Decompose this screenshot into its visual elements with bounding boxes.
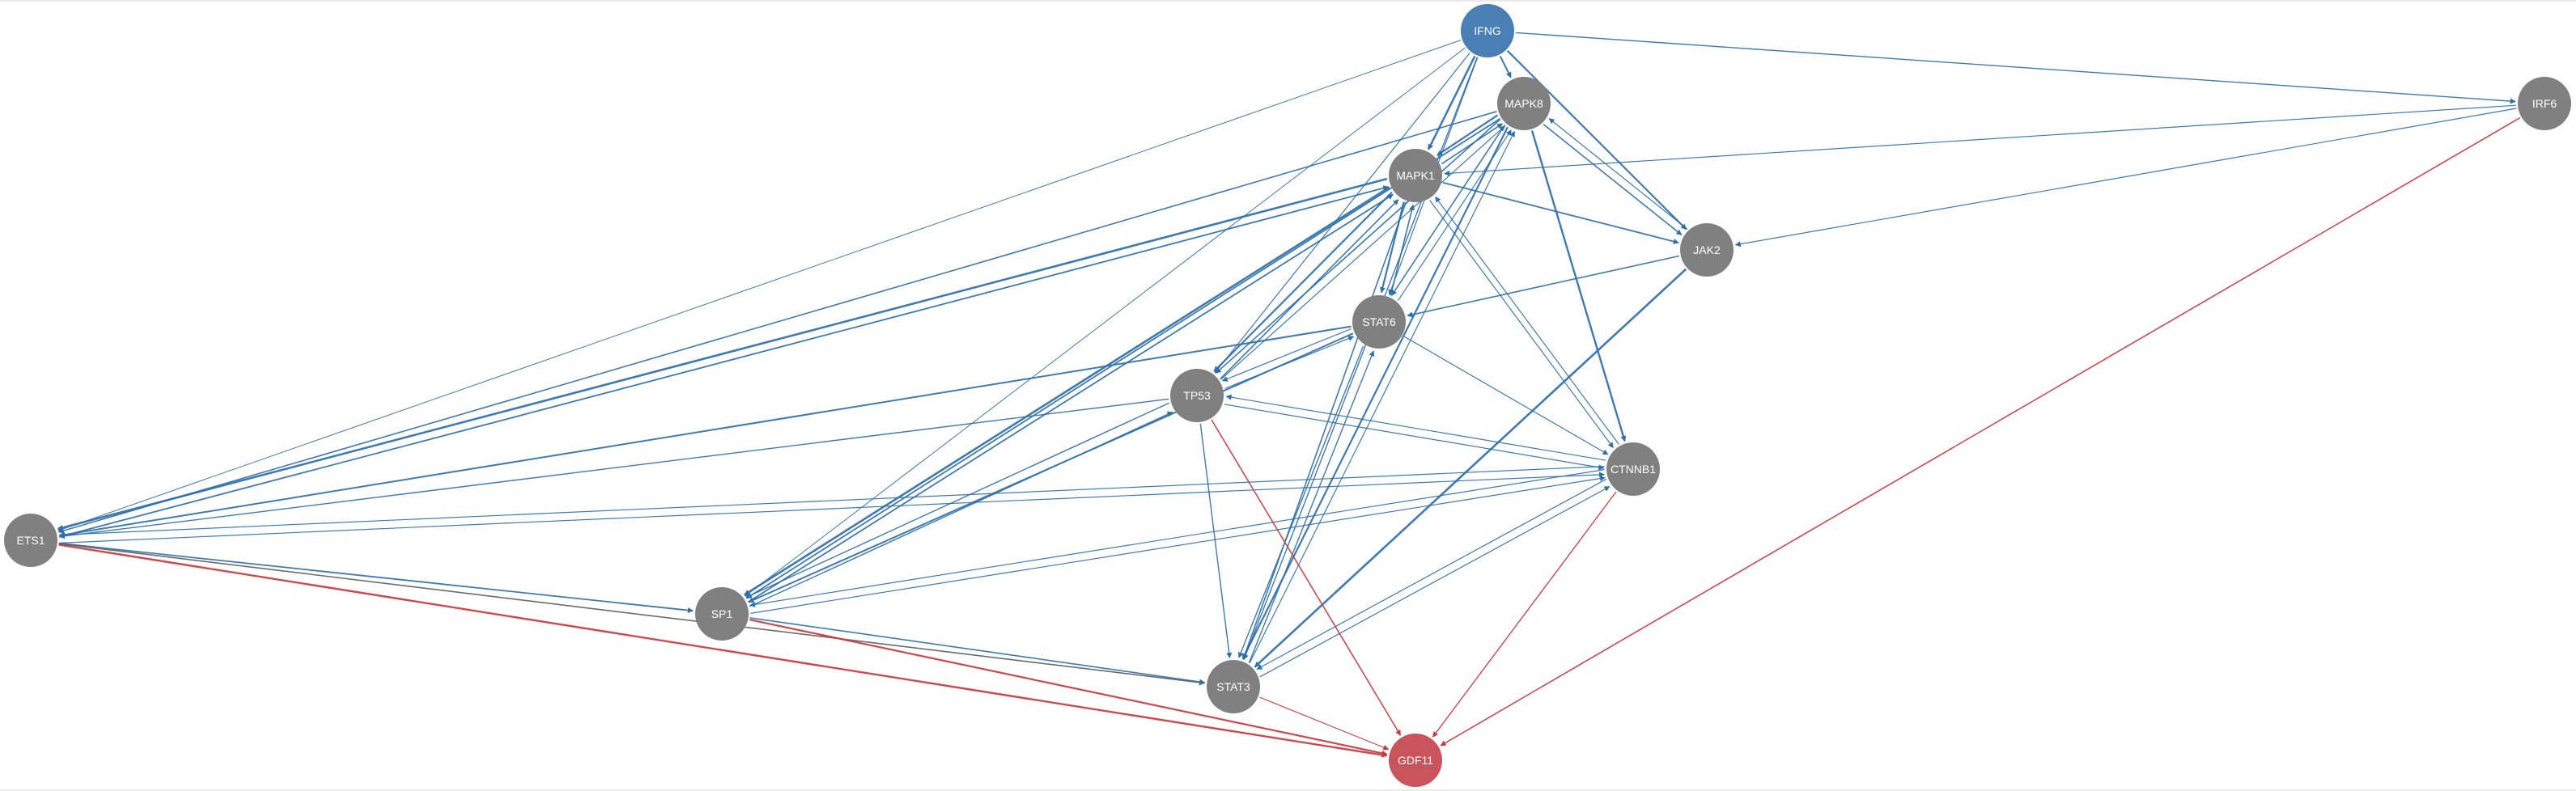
edge-mapk1-to-sp1	[744, 186, 1390, 596]
node-sp1[interactable]: SP1	[695, 587, 749, 641]
edge-sp1-to-tp53	[749, 411, 1173, 607]
edge-mapk1-to-ets1	[57, 177, 1388, 531]
node-circle[interactable]	[2518, 77, 2571, 130]
edge-mapk8-to-mapk1	[1437, 114, 1499, 157]
node-circle[interactable]	[1461, 4, 1514, 57]
node-ifng[interactable]: IFNG	[1461, 4, 1514, 57]
edge-ets1-to-gdf11	[58, 544, 1388, 758]
node-gdf11[interactable]: GDF11	[1389, 734, 1442, 787]
edge-tp53-to-ets1	[59, 398, 1169, 539]
edge-stat6-to-mapk1	[1390, 204, 1415, 296]
edge-jak2-to-stat3	[1254, 268, 1687, 668]
edge-mapk1-to-stat3	[1241, 201, 1407, 660]
node-label: IFNG	[1474, 24, 1500, 37]
node-circle[interactable]	[4, 514, 57, 567]
node-circle[interactable]	[1389, 734, 1442, 787]
edge-sp1-to-gdf11	[749, 619, 1388, 756]
edge-mapk8-to-stat3	[1241, 126, 1509, 660]
edge-stat3-to-stat6	[1248, 350, 1375, 663]
node-label: MAPK1	[1396, 169, 1435, 182]
edge-mapk8-to-ets1	[57, 111, 1497, 534]
node-label: STAT6	[1362, 315, 1396, 328]
node-label: CTNNB1	[1611, 463, 1656, 476]
edge-irf6-to-mapk1	[1444, 104, 2517, 176]
node-stat3[interactable]: STAT3	[1207, 660, 1260, 713]
edge-mapk8-to-stat6	[1391, 124, 1506, 296]
node-circle[interactable]	[1680, 223, 1734, 277]
node-ets1[interactable]: ETS1	[4, 514, 57, 567]
edge-ets1-to-sp1	[58, 542, 694, 614]
edge-tp53-to-mapk1	[1220, 199, 1399, 379]
edge-irf6-to-jak2	[1734, 108, 2517, 247]
node-mapk8[interactable]: MAPK8	[1497, 77, 1551, 130]
edge-ifng-to-tp53	[1214, 53, 1470, 374]
node-circle[interactable]	[1352, 295, 1406, 349]
edge-mapk8-to-ctnnb1	[1530, 130, 1627, 442]
edge-ets1-to-stat3	[58, 543, 1205, 686]
node-label: STAT3	[1216, 680, 1250, 693]
node-circle[interactable]	[1170, 369, 1224, 422]
edge-ifng-to-mapk8	[1499, 55, 1512, 78]
node-label: ETS1	[16, 534, 45, 547]
node-tp53[interactable]: TP53	[1170, 369, 1224, 422]
edge-ifng-to-mapk1	[1427, 55, 1476, 150]
edge-ifng-to-sp1	[745, 47, 1466, 597]
node-circle[interactable]	[695, 587, 749, 641]
edge-ctnnb1-to-mapk1	[1435, 196, 1619, 445]
node-mapk1[interactable]: MAPK1	[1389, 149, 1442, 202]
node-circle[interactable]	[1207, 660, 1260, 713]
node-label: TP53	[1183, 389, 1211, 402]
node-irf6[interactable]: IRF6	[2518, 77, 2571, 130]
edge-layer	[57, 32, 2521, 758]
node-ctnnb1[interactable]: CTNNB1	[1606, 442, 1660, 496]
edge-sp1-to-mapk1	[747, 193, 1394, 603]
edge-tp53-to-ctnnb1	[1224, 404, 1605, 471]
edge-sp1-to-stat3	[749, 617, 1206, 685]
node-label: IRF6	[2532, 97, 2557, 110]
node-label: GDF11	[1398, 754, 1433, 767]
edge-stat3-to-ctnnb1	[1259, 486, 1611, 678]
edge-mapk1-to-ctnnb1	[1429, 200, 1614, 449]
edge-ctnnb1-to-gdf11	[1432, 491, 1617, 738]
edge-stat3-to-mapk8	[1249, 130, 1515, 664]
edge-ctnnb1-to-tp53	[1225, 394, 1606, 461]
edge-ctnnb1-to-stat3	[1256, 478, 1607, 670]
edge-jak2-to-mapk8	[1548, 118, 1688, 230]
node-circle[interactable]	[1497, 77, 1551, 130]
edge-tp53-to-mapk8	[1220, 125, 1506, 380]
edge-ifng-to-irf6	[1515, 32, 2516, 104]
edge-irf6-to-gdf11	[1440, 116, 2521, 747]
node-circle[interactable]	[1389, 149, 1442, 202]
node-jak2[interactable]: JAK2	[1680, 223, 1734, 277]
edge-stat6-to-ets1	[58, 325, 1352, 538]
edge-stat6-to-ctnnb1	[1403, 336, 1609, 455]
edge-mapk1-to-tp53	[1213, 191, 1393, 372]
edge-ctnnb1-to-sp1	[749, 469, 1605, 607]
edge-tp53-to-gdf11	[1211, 419, 1402, 736]
node-label: SP1	[711, 607, 733, 620]
edge-sp1-to-ctnnb1	[750, 476, 1606, 614]
edge-mapk8-to-sp1	[745, 118, 1500, 599]
edge-stat6-to-tp53	[1221, 328, 1352, 382]
node-label: JAK2	[1693, 243, 1721, 256]
edge-mapk8-to-tp53	[1215, 119, 1501, 374]
edge-stat3-to-gdf11	[1259, 696, 1390, 751]
edge-ets1-to-ctnnb1	[59, 472, 1605, 544]
edge-ets1-to-mapk1	[58, 185, 1390, 538]
edge-mapk1-to-jak2	[1442, 181, 1679, 244]
node-label: MAPK8	[1504, 97, 1543, 110]
edge-jak2-to-stat6	[1407, 255, 1679, 318]
edge-mapk8-to-jak2	[1543, 124, 1683, 236]
edge-stat6-to-stat3	[1237, 345, 1364, 658]
edge-ifng-to-ets1	[57, 40, 1462, 532]
edge-ctnnb1-to-ets1	[59, 466, 1605, 538]
node-stat6[interactable]: STAT6	[1352, 295, 1406, 349]
edge-tp53-to-sp1	[745, 402, 1169, 599]
edge-tp53-to-stat3	[1199, 423, 1233, 658]
node-circle[interactable]	[1606, 442, 1660, 496]
